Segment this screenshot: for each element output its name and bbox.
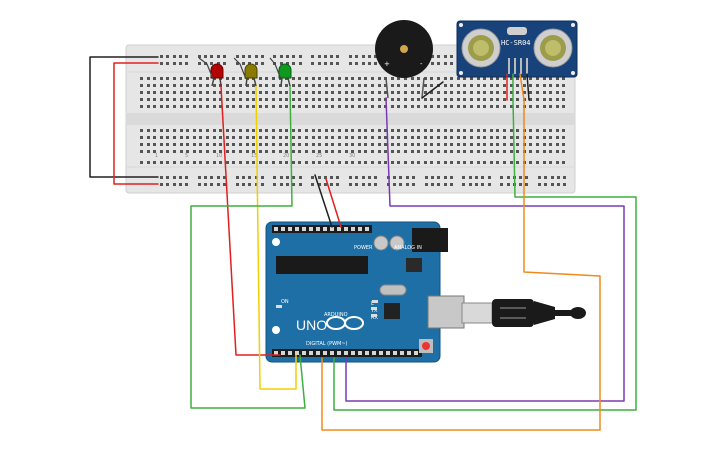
arduino-pin-holes	[274, 227, 418, 355]
wire-orange-sensor	[321, 99, 601, 431]
arduino-brand: ARDUINO	[324, 312, 348, 318]
voltage-regulator	[406, 258, 422, 272]
uno-label: UNO	[296, 317, 327, 333]
breadboard-col-15: 15	[251, 153, 257, 159]
wire-orange-sensor-pin	[519, 73, 525, 101]
atmega-chip	[276, 256, 368, 274]
usb-port	[427, 295, 465, 329]
wire-black-gnd	[314, 174, 333, 228]
breadboard-col-25: 25	[316, 153, 322, 159]
sensor-label: HC-SR04	[501, 39, 531, 47]
power-jack	[412, 228, 448, 252]
buzzer-plus: +	[384, 60, 390, 68]
power-label: POWER	[354, 245, 373, 251]
wire-green-led	[190, 85, 306, 409]
green-led	[269, 57, 292, 87]
breadboard-col-10: 10	[216, 153, 222, 159]
breadboard-col-20: 20	[283, 153, 289, 159]
ultrasonic-sensor-hc-sr04: HC-SR04	[456, 20, 578, 78]
wire-black-left-rail	[89, 56, 159, 178]
usb-cable	[461, 299, 586, 327]
wire-red-5v	[325, 178, 342, 228]
red-led	[198, 57, 224, 87]
wire-black-buzzer-gnd	[421, 81, 444, 99]
breadboard: 1 5 10 15 20 25 30	[125, 44, 576, 194]
digital-label: DIGITAL (PWM~)	[306, 341, 348, 347]
buzzer-minus: -	[420, 60, 423, 68]
crystal	[379, 284, 407, 296]
usb-chip	[384, 303, 400, 319]
wires	[89, 56, 637, 431]
capacitor-2	[389, 235, 405, 251]
wire-green-sensor	[333, 99, 637, 411]
breadboard-col-5: 5	[185, 153, 188, 159]
digital-header	[272, 225, 372, 233]
breadboard-col-30: 30	[349, 153, 355, 159]
on-label: ON	[281, 299, 289, 305]
sensor-transducer-right	[533, 28, 573, 68]
l-label: L	[371, 301, 374, 307]
breadboard-col-1: 1	[155, 153, 158, 159]
sensor-transducer-left	[461, 28, 501, 68]
wire-purple-buzzer	[345, 97, 625, 402]
reset-button[interactable]	[422, 342, 430, 350]
arduino-logo	[326, 316, 364, 330]
arduino-uno-board: UNO ARDUINO DIGITAL (PWM~) POWER ANALOG …	[265, 221, 465, 363]
piezo-buzzer: + -	[375, 20, 433, 99]
rx-label: RX	[371, 315, 378, 321]
capacitor-1	[373, 235, 389, 251]
tx-label: TX	[370, 308, 378, 314]
wire-yellow-led	[255, 85, 297, 390]
analog-label: ANALOG IN	[394, 245, 422, 251]
sensor-crystal	[507, 27, 527, 35]
wire-red-led	[220, 85, 281, 356]
wire-red-left-rail	[113, 62, 159, 185]
wire-black-sensor-gnd	[526, 73, 530, 101]
yellow-led	[233, 57, 258, 87]
